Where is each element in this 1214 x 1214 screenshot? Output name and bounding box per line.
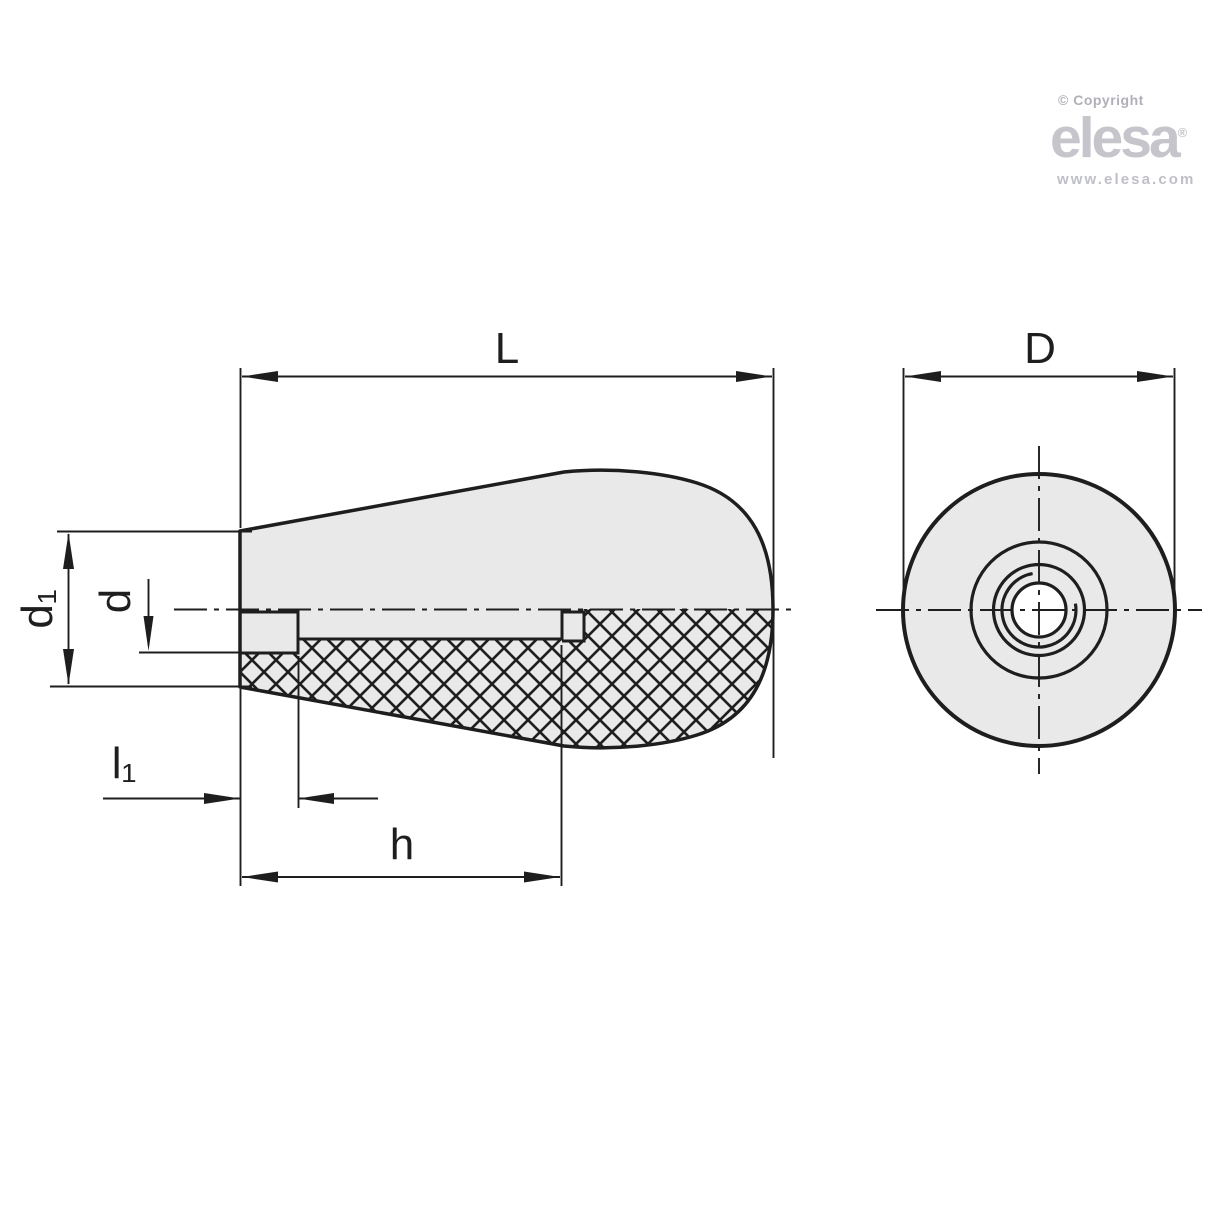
threaded-hole-cavity <box>298 609 562 639</box>
registered-mark: ® <box>1177 125 1188 140</box>
l1-arrow-left <box>298 793 334 804</box>
D-arrow-right <box>1137 371 1173 382</box>
copyright-text: © Copyright <box>1058 92 1144 108</box>
D-arrow-left <box>905 371 941 382</box>
l1-arrow-right <box>204 793 240 804</box>
brand-name: elesa <box>1050 106 1181 170</box>
hole-end-outline <box>562 610 586 643</box>
h-arrow-right <box>524 871 560 883</box>
dimension-h: h <box>242 645 563 886</box>
counterbore-cavity <box>240 609 298 653</box>
elesa-logo: © Copyright elesa® www.elesa.com <box>1050 92 1214 188</box>
dimension-d: d <box>91 579 242 654</box>
front-view <box>876 446 1202 774</box>
L-arrow-left <box>242 371 278 382</box>
threaded-hole-outline <box>298 609 564 641</box>
L-arrow-right <box>736 371 772 382</box>
dim-label-D: D <box>1024 324 1056 373</box>
h-arrow-left <box>242 871 278 883</box>
d1-arrow-up <box>63 533 74 569</box>
dimension-l1: l₁ <box>103 656 378 886</box>
hole-end-cavity <box>562 610 584 641</box>
dim-label-l1: l₁ <box>112 739 137 788</box>
thread-arc <box>1000 572 1078 649</box>
dim-label-d: d <box>91 589 140 613</box>
counterbore-outline <box>240 610 300 655</box>
dim-label-d1: d₁ <box>13 589 62 628</box>
dimension-d1: d₁ <box>13 530 252 688</box>
dimension-D: D <box>902 324 1176 600</box>
dim-label-h: h <box>390 820 414 869</box>
d1-arrow-down <box>63 649 74 685</box>
elesa-brand-wordmark: elesa® <box>1050 110 1214 167</box>
dim-label-L: L <box>495 324 519 373</box>
d-arrow-down <box>143 616 154 651</box>
dimension-L: L <box>239 324 775 758</box>
elesa-website-text: www.elesa.com <box>1057 171 1196 188</box>
side-view <box>174 468 798 750</box>
